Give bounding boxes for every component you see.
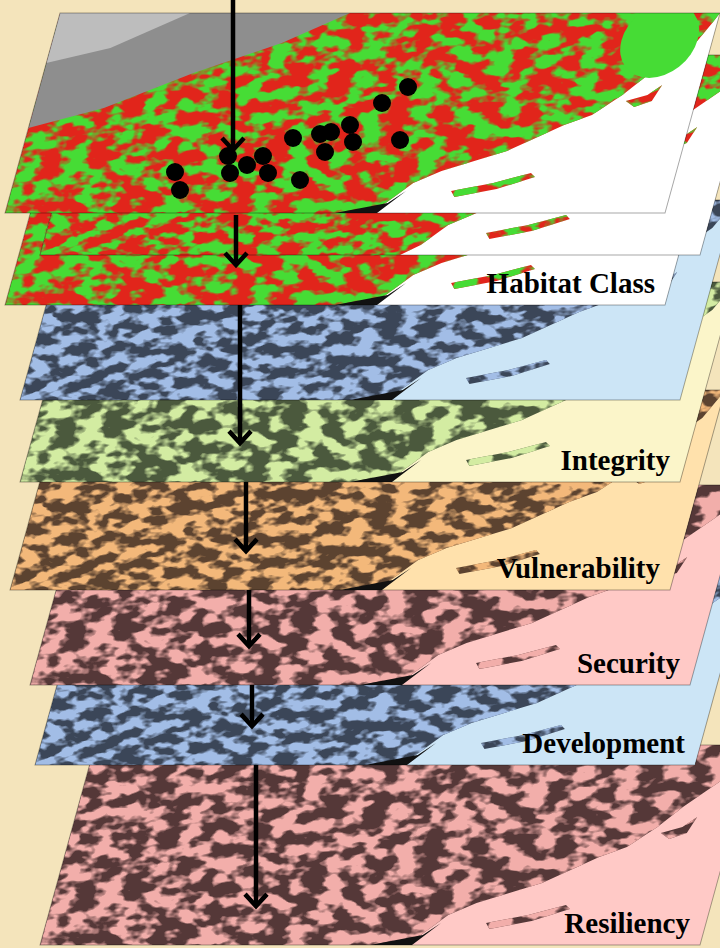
map-layer-label-box: Vulnerability (10, 551, 670, 590)
sample-point (291, 171, 309, 189)
sample-point (254, 147, 272, 165)
layer-edge (40, 745, 720, 945)
ocean (5, 13, 720, 213)
layer-edge (5, 13, 720, 213)
map-layer (40, 745, 720, 945)
map-layer-label-box: Integrity (20, 443, 680, 482)
outside-area (28, 13, 350, 128)
sample-point (373, 94, 391, 112)
land (40, 745, 720, 945)
flow-arrow (238, 305, 243, 443)
map-layer-label-box: Resiliency (40, 906, 700, 945)
land-values (40, 745, 720, 945)
map-layer (5, 2, 720, 213)
sample-point (391, 131, 409, 149)
layer-label: Resiliency (564, 908, 690, 940)
coast-shadow (350, 460, 421, 482)
map-layer-label-box: Security (30, 646, 690, 685)
flow-arrow (254, 765, 259, 906)
sample-point (322, 123, 340, 141)
layer-label: Development (522, 728, 685, 760)
coast-shadow (350, 378, 421, 400)
sample-point (399, 78, 417, 96)
sample-point (344, 133, 362, 151)
coast-shadow (340, 568, 411, 590)
outside-area (46, 13, 190, 63)
sample-point (166, 163, 184, 181)
sample-point (221, 164, 239, 182)
coast-shadow (370, 923, 441, 945)
layer-label: Integrity (560, 445, 670, 477)
sample-point (284, 129, 302, 147)
flow-arrow (234, 215, 239, 265)
layer-label: Security (577, 648, 680, 680)
flow-arrow (247, 590, 252, 646)
land (5, 13, 720, 213)
sample-points (166, 78, 417, 199)
sample-point (316, 143, 334, 161)
green-patch (611, 13, 708, 78)
map-layer-label-box: Habitat Class (5, 266, 665, 305)
layer-label: Vulnerability (497, 553, 660, 585)
sample-point (259, 164, 277, 182)
coast-shadow (360, 663, 431, 685)
land-values (5, 13, 720, 213)
sample-point (238, 156, 256, 174)
sample-point (171, 181, 189, 199)
map-layer-label-box: Development (35, 726, 695, 765)
coast-shadow (335, 191, 406, 213)
flow-arrow (250, 685, 255, 726)
ocean (40, 745, 720, 945)
layer-label: Habitat Class (487, 268, 655, 300)
coast-shadow (335, 283, 406, 305)
sample-point (341, 116, 359, 134)
coast-shadow (365, 743, 436, 765)
flow-arrow (231, 0, 236, 150)
flow-arrow (244, 482, 249, 551)
